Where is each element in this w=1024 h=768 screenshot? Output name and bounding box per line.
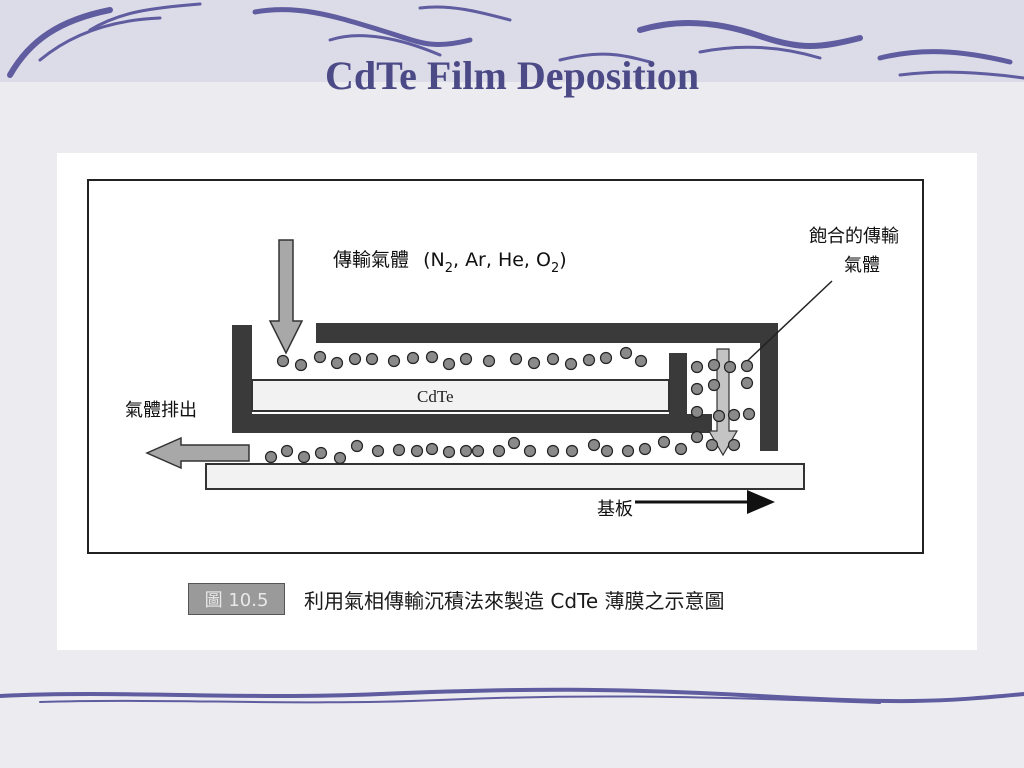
transport-gas-label: 傳輸氣體 (N2, Ar, He, O2): [333, 249, 567, 276]
n2-subscript: 2: [445, 261, 453, 276]
substrate-motion-arrowhead: [747, 490, 775, 514]
deposition-diagram: CdTe: [87, 179, 924, 554]
gas-particles-lower: [264, 435, 688, 465]
gas-inlet-arrow: [268, 239, 304, 355]
gas-particles-upper: [276, 346, 648, 372]
gas-formula-suffix: ): [559, 249, 566, 271]
saturated-gas-label-line1: 飽合的傳輸: [809, 226, 899, 247]
gas-particles-right: [690, 358, 756, 452]
substrate-label: 基板: [597, 499, 633, 520]
gas-formula-mid: , Ar, He, O: [453, 249, 551, 271]
slide-title: CdTe Film Deposition: [324, 53, 700, 98]
cdte-source-plate: [251, 379, 670, 412]
cdte-label: CdTe: [417, 387, 454, 406]
wave-decoration-bottom: [0, 687, 1024, 704]
transport-gas-name: 傳輸氣體: [333, 249, 409, 271]
exhaust-label: 氣體排出: [125, 400, 197, 421]
gas-formula-prefix: (N: [423, 249, 445, 271]
saturated-gas-label-line2: 氣體: [844, 255, 880, 276]
o2-subscript: 2: [551, 261, 559, 276]
substrate-plate: [205, 463, 805, 490]
reactor-housing: [232, 323, 778, 451]
figure-caption: 利用氣相傳輸沉積法來製造 CdTe 薄膜之示意圖: [304, 589, 725, 613]
figure-number-badge: 圖 10.5: [188, 583, 285, 615]
diagram-frame: [87, 179, 924, 554]
exhaust-arrow: [145, 436, 250, 470]
figure-panel: CdTe: [57, 153, 977, 650]
saturated-gas-leader: [742, 280, 833, 366]
wave-decoration-top: [7, 2, 1024, 80]
